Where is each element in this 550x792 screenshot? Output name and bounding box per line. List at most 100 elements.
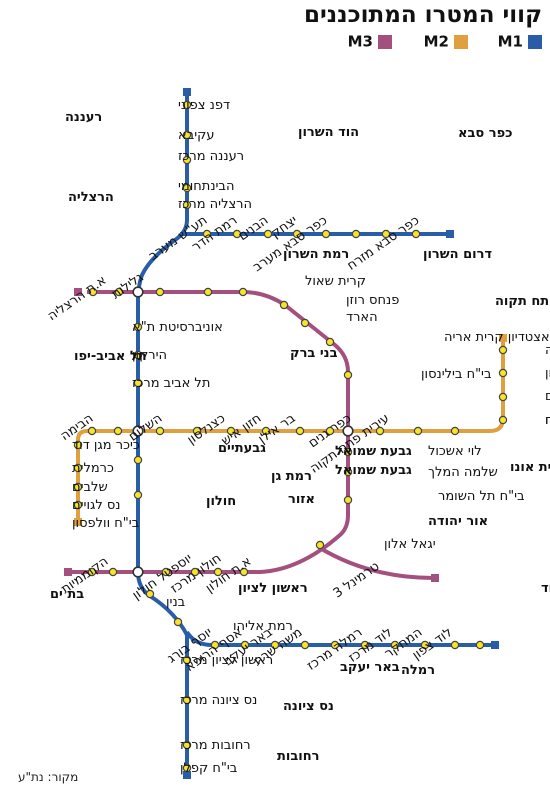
station-dot bbox=[114, 287, 124, 297]
station-dot bbox=[343, 495, 353, 505]
station-dot bbox=[133, 322, 143, 332]
station-dot bbox=[325, 426, 335, 436]
city-label-nes-ziona: נס ציונה bbox=[283, 699, 334, 714]
city-label-ramat-hasharon: רמת השרון bbox=[283, 247, 349, 262]
city-label-kfar-saba: כפר סבא bbox=[458, 126, 513, 141]
terminus-marker bbox=[491, 641, 499, 649]
station-dot bbox=[292, 229, 302, 239]
station-dot bbox=[182, 155, 192, 165]
station-dot bbox=[133, 490, 143, 500]
city-label-tel-aviv: תל אביב-יפו bbox=[74, 349, 147, 364]
station-label-pt-east: פתח תקוה מזרח bbox=[545, 413, 550, 428]
station-label-university: אוניברסיטת ת"א bbox=[132, 320, 223, 335]
station-dot bbox=[182, 763, 192, 773]
station-label-carmelit: כרמלית bbox=[72, 461, 114, 476]
terminus-marker bbox=[64, 568, 72, 576]
station-dot bbox=[390, 640, 400, 650]
station-label-stadium: אצטדיון קרית אריה bbox=[444, 330, 550, 345]
station-dot bbox=[343, 447, 353, 457]
station-dot bbox=[182, 130, 192, 140]
station-label-hayarkon: הירקון bbox=[132, 348, 167, 363]
station-dot bbox=[133, 378, 143, 388]
station-dot bbox=[161, 567, 171, 577]
legend-m2-swatch bbox=[454, 34, 468, 49]
line-m3-branch-terminal3 bbox=[318, 546, 435, 580]
station-dot bbox=[261, 426, 271, 436]
city-label-holon: חולון bbox=[206, 494, 236, 509]
city-label-bnei-brak: בני ברק bbox=[290, 346, 338, 361]
station-dot bbox=[145, 589, 155, 599]
station-label-herzliya-center: הרצליה מרכז bbox=[178, 197, 252, 212]
station-label-nes-ziona-center: נס ציונה מרכז bbox=[180, 693, 257, 708]
station-label-wolfson: בי"ח וולפסון bbox=[72, 516, 139, 531]
station-dot bbox=[413, 426, 423, 436]
city-label-darom-hasharon: דרום השרון bbox=[423, 247, 492, 262]
interchange-marker bbox=[132, 566, 144, 578]
station-label-kiryat-shaul: קרית שאול bbox=[305, 274, 366, 289]
station-dot bbox=[73, 500, 83, 510]
station-dot bbox=[213, 567, 223, 577]
terminus-marker bbox=[74, 288, 82, 296]
station-label-raanana-center: רעננה מרכז bbox=[178, 149, 244, 164]
station-dot bbox=[295, 426, 305, 436]
station-dot bbox=[190, 567, 200, 577]
station-dot bbox=[498, 415, 508, 425]
station-dot bbox=[232, 229, 242, 239]
station-dot bbox=[113, 426, 123, 436]
station-label-ramat-eliyahu: רמת אליהו bbox=[233, 619, 293, 634]
legend-m2: M2 bbox=[424, 32, 468, 51]
station-dot bbox=[300, 640, 310, 650]
city-label-givat-shmuel: גבעת שמואל bbox=[335, 444, 412, 459]
station-dot bbox=[88, 287, 98, 297]
station-label-yigal-alon: יגאל אלון bbox=[384, 537, 436, 552]
station-dot bbox=[73, 482, 83, 492]
station-label-dafna-north: דפנ צפוני bbox=[178, 98, 230, 113]
station-dot bbox=[270, 640, 280, 650]
legend-m1-swatch bbox=[528, 34, 542, 49]
station-label-pinhas-rosen: פנחס רוזן bbox=[346, 293, 399, 308]
terminus-marker bbox=[183, 88, 191, 96]
station-dot bbox=[155, 426, 165, 436]
station-label-kaplan: בי"ח קפלן bbox=[180, 761, 237, 776]
station-dot bbox=[475, 640, 485, 650]
city-label-kiryat-ono: קרית אונו bbox=[510, 460, 550, 475]
station-dot bbox=[203, 287, 213, 297]
station-dot bbox=[87, 426, 97, 436]
station-dot bbox=[182, 200, 192, 210]
city-label-rishon: ראשון לציון bbox=[238, 581, 308, 596]
station-dot bbox=[239, 567, 249, 577]
station-dot bbox=[498, 368, 508, 378]
station-label-nes-lagoyim: נס לגויים bbox=[72, 498, 121, 513]
source-credit: מקור: נת"ע bbox=[18, 770, 79, 784]
station-label-pt-east: פתח תקוה מזרח bbox=[545, 413, 550, 428]
station-dot bbox=[498, 345, 508, 355]
station-dot bbox=[330, 640, 340, 650]
station-dot bbox=[381, 229, 391, 239]
terminus-marker bbox=[499, 334, 507, 342]
station-dot bbox=[73, 440, 83, 450]
station-label-kfar-saba-mizrah: כפר סבא מזרח bbox=[345, 213, 423, 274]
interchange-marker bbox=[132, 286, 144, 298]
station-dot bbox=[321, 229, 331, 239]
station-dot bbox=[343, 370, 353, 380]
station-dot bbox=[238, 287, 248, 297]
station-label-bnei: בנין bbox=[166, 595, 185, 610]
station-dot bbox=[192, 426, 202, 436]
station-dot bbox=[155, 287, 165, 297]
station-dot bbox=[182, 740, 192, 750]
city-label-herzliya: הרצליה bbox=[68, 190, 114, 205]
city-label-beer-yaakov: באר יעקב bbox=[340, 660, 400, 675]
station-label-sirkin-north: סירקין צפון bbox=[545, 366, 550, 381]
station-dot bbox=[108, 567, 118, 577]
station-dot bbox=[450, 640, 460, 650]
city-label-hod-hasharon: הוד השרון bbox=[298, 125, 359, 140]
city-label-rehovot: רחובות bbox=[277, 749, 320, 764]
station-dot bbox=[240, 640, 250, 650]
city-label-raanana: רעננה bbox=[65, 110, 102, 125]
city-label-givat-shmuel: גבעת שמואל bbox=[335, 463, 412, 478]
station-dot bbox=[420, 640, 430, 650]
legend-m3-swatch bbox=[378, 34, 392, 49]
station-dot bbox=[300, 318, 310, 328]
city-label-ramat-gan: רמת גן bbox=[271, 469, 312, 484]
station-label-habanim: הבנים bbox=[236, 213, 271, 244]
